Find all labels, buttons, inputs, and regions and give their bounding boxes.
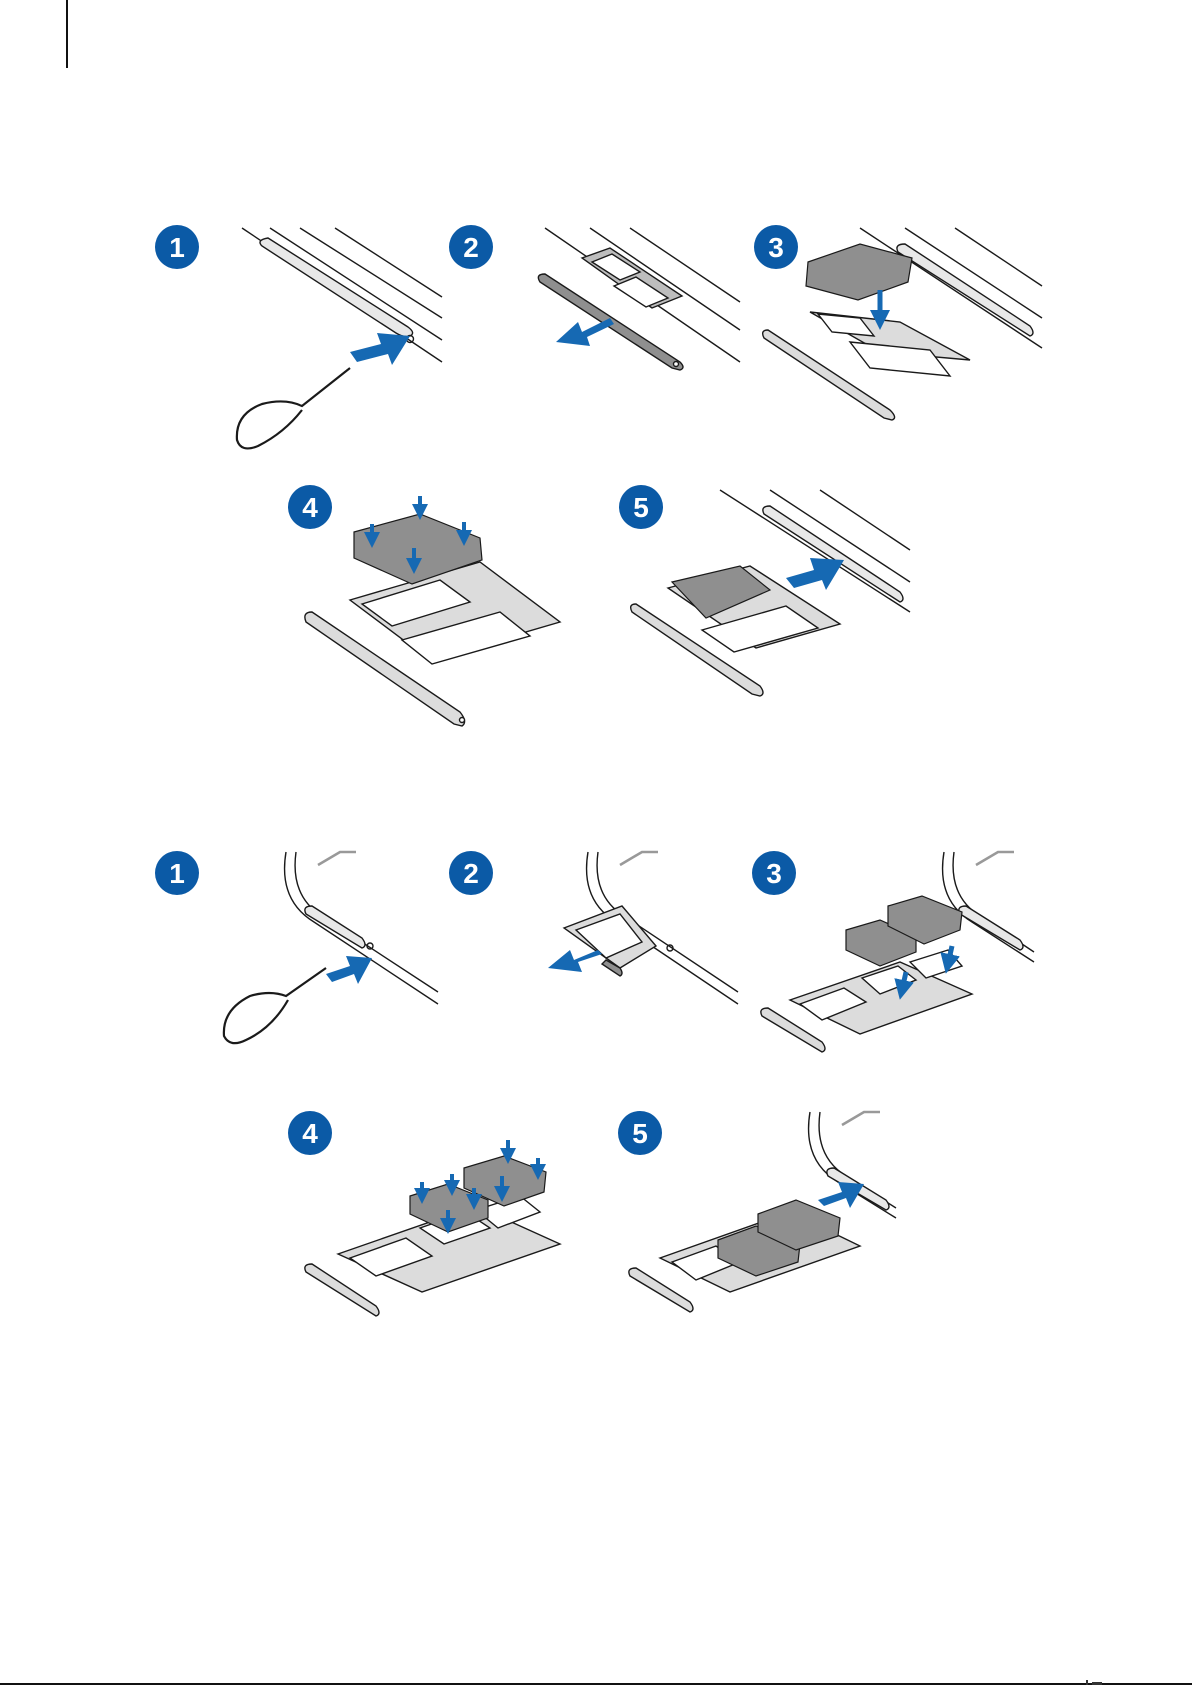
step-badge: 3 bbox=[754, 225, 798, 269]
footer-mark bbox=[1086, 1678, 1106, 1685]
step-badge: 3 bbox=[752, 851, 796, 895]
section-dual-sim: 1 2 bbox=[155, 851, 1034, 1316]
blue-arrow-icon bbox=[818, 1182, 864, 1208]
step-number: 5 bbox=[633, 492, 649, 523]
step-badge: 4 bbox=[288, 1111, 332, 1155]
step-number: 1 bbox=[169, 858, 185, 889]
step-badge: 5 bbox=[619, 485, 663, 529]
dual-step-1: 1 bbox=[155, 851, 438, 1043]
step-number: 3 bbox=[766, 858, 782, 889]
dual-step-5: 5 bbox=[618, 1111, 896, 1312]
step-number: 2 bbox=[463, 232, 479, 263]
sim-tray bbox=[761, 950, 972, 1052]
single-step-1: 1 bbox=[155, 225, 442, 448]
phone-edge bbox=[242, 228, 442, 362]
single-step-4: 4 bbox=[288, 485, 560, 726]
blue-arrow-icon bbox=[548, 950, 602, 972]
step-number: 3 bbox=[768, 232, 784, 263]
step-badge: 5 bbox=[618, 1111, 662, 1155]
dual-step-2: 2 bbox=[449, 851, 738, 1004]
step-number: 5 bbox=[632, 1118, 648, 1149]
sim-tray bbox=[538, 248, 683, 370]
sim-tray bbox=[763, 312, 970, 420]
pin-tool-icon bbox=[237, 366, 350, 448]
phone-corner bbox=[943, 852, 1034, 962]
step-badge: 4 bbox=[288, 485, 332, 529]
blue-arrow-icon bbox=[326, 956, 372, 984]
blue-arrow-icon bbox=[786, 558, 844, 590]
step-badge: 1 bbox=[155, 225, 199, 269]
single-step-5: 5 bbox=[619, 485, 910, 696]
step-number: 1 bbox=[169, 232, 185, 263]
single-step-3: 3 bbox=[754, 225, 1042, 420]
step-badge: 1 bbox=[155, 851, 199, 895]
step-number: 4 bbox=[302, 492, 318, 523]
step-number: 4 bbox=[302, 1118, 318, 1149]
step-badge: 2 bbox=[449, 225, 493, 269]
single-step-2: 2 bbox=[449, 225, 740, 370]
sim-tray bbox=[305, 562, 560, 726]
blue-arrow-icon bbox=[556, 318, 614, 346]
step-badge: 2 bbox=[449, 851, 493, 895]
blue-arrow-icon bbox=[350, 333, 410, 365]
dual-step-4: 4 bbox=[288, 1111, 560, 1316]
section-single-sim: 1 2 bbox=[155, 225, 1042, 726]
pin-tool-icon bbox=[224, 968, 326, 1043]
dual-step-3: 3 bbox=[752, 851, 1034, 1052]
step-number: 2 bbox=[463, 858, 479, 889]
